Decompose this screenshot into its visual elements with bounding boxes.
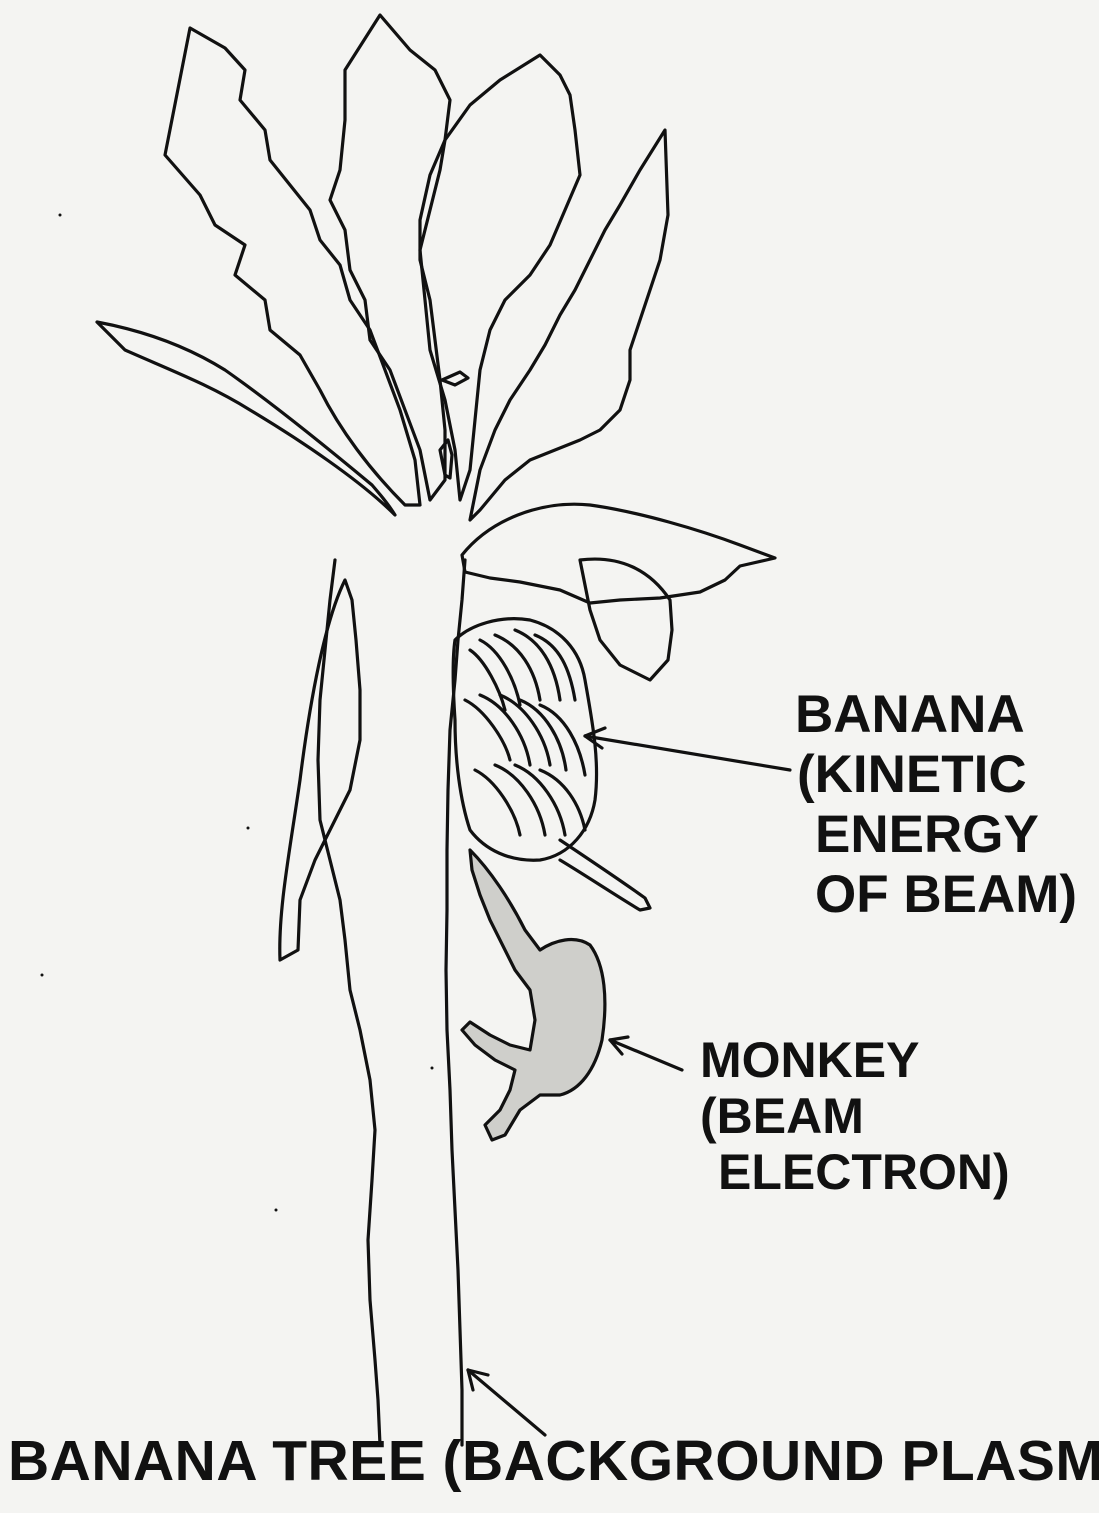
leaf-right-droop bbox=[580, 559, 672, 680]
speck bbox=[59, 214, 62, 217]
monkey-label: MONKEY (BEAM ELECTRON) bbox=[700, 1035, 1010, 1203]
monkey-label-line-2: (BEAM bbox=[700, 1091, 1010, 1141]
leaf-small-fleck bbox=[442, 372, 468, 385]
banana-stem bbox=[560, 840, 650, 910]
arrow-monkey bbox=[610, 1037, 682, 1070]
speck bbox=[431, 1067, 434, 1070]
arrow-tree bbox=[468, 1370, 545, 1435]
leaf-left-upper bbox=[165, 28, 420, 505]
leaf-center-left bbox=[330, 15, 450, 500]
banana-label: BANANA (KINETIC ENERGY OF BEAM) bbox=[795, 688, 1077, 928]
speck bbox=[275, 1209, 278, 1212]
tree-label: BANANA TREE (BACKGROUND PLASMA) bbox=[8, 1433, 1099, 1490]
leaf-far-left bbox=[97, 322, 395, 515]
banana-label-line-2: (KINETIC bbox=[797, 748, 1077, 801]
trunk-right-edge bbox=[446, 560, 465, 1445]
monkey-label-line-3: ELECTRON) bbox=[718, 1147, 1010, 1197]
leaf-lower-right bbox=[462, 504, 775, 603]
arrow-banana bbox=[585, 728, 790, 770]
leaf-right bbox=[470, 130, 668, 520]
speck bbox=[41, 974, 44, 977]
banana-label-line-4: OF BEAM) bbox=[815, 868, 1077, 921]
trunk-left-edge bbox=[318, 560, 380, 1445]
banana-label-line-1: BANANA bbox=[795, 688, 1077, 741]
monkey-label-line-1: MONKEY bbox=[700, 1035, 1010, 1085]
banana-label-line-3: ENERGY bbox=[815, 808, 1077, 861]
speck bbox=[247, 827, 250, 830]
monkey-body bbox=[462, 850, 605, 1140]
